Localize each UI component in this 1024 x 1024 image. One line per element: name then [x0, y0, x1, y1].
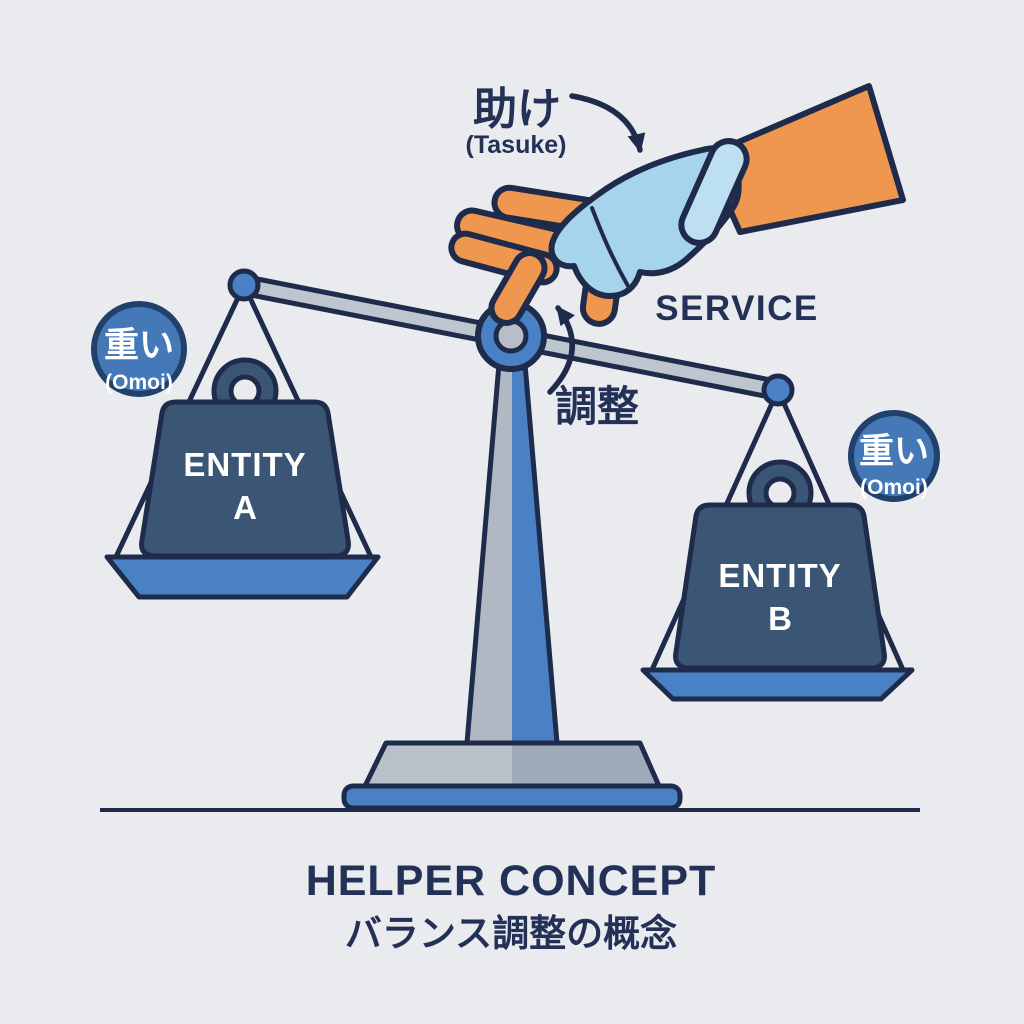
left-pan: [104, 554, 381, 600]
glove-cuff: [678, 138, 750, 246]
diagram-title: HELPER CONCEPT: [306, 857, 717, 905]
pivot-inner-circle: [493, 318, 529, 354]
left-badge-jp: 重い: [104, 326, 174, 365]
right-pan-group: ENTITY B: [640, 459, 915, 702]
pillar-left-half: [467, 352, 512, 743]
left-badge-romaji: (Omoi): [105, 371, 173, 394]
beam-right-end-joint: [761, 373, 795, 407]
adjust-label: 調整: [555, 383, 639, 430]
right-heavy-badge: 重い (Omoi): [848, 410, 940, 502]
base-right-half: [512, 743, 659, 786]
right-badge-circle: [848, 410, 940, 502]
left-badge-circle: [91, 301, 187, 397]
right-badge-romaji: (Omoi): [860, 476, 928, 499]
help-arrow: [569, 93, 646, 153]
finger-index-down: [488, 250, 548, 326]
glove-seam: [590, 206, 630, 288]
beam-left-end-joint: [227, 268, 261, 302]
scale-base: [341, 740, 683, 811]
adjust-rotation-arrow: [547, 305, 575, 395]
left-heavy-badge: 重い (Omoi): [91, 301, 187, 397]
help-label-jp: 助け: [473, 85, 561, 134]
base-platform: [341, 783, 683, 811]
right-badge-jp: 重い: [859, 432, 929, 471]
help-label-romaji: (Tasuke): [466, 131, 567, 159]
base-left-half: [365, 743, 512, 786]
right-weight-label-line1: ENTITY: [718, 557, 841, 594]
left-pan-group: ENTITY A: [104, 357, 381, 600]
left-weight-label-line2: A: [233, 489, 257, 526]
left-weight-label-line1: ENTITY: [183, 446, 306, 483]
pillar-right-half: [512, 352, 557, 743]
diagram-subtitle-jp: バランス調整の概念: [345, 912, 677, 954]
helper-hand: [448, 83, 906, 327]
service-label: SERVICE: [655, 289, 819, 328]
right-weight-label-line2: B: [768, 600, 792, 637]
right-pan: [640, 667, 915, 702]
